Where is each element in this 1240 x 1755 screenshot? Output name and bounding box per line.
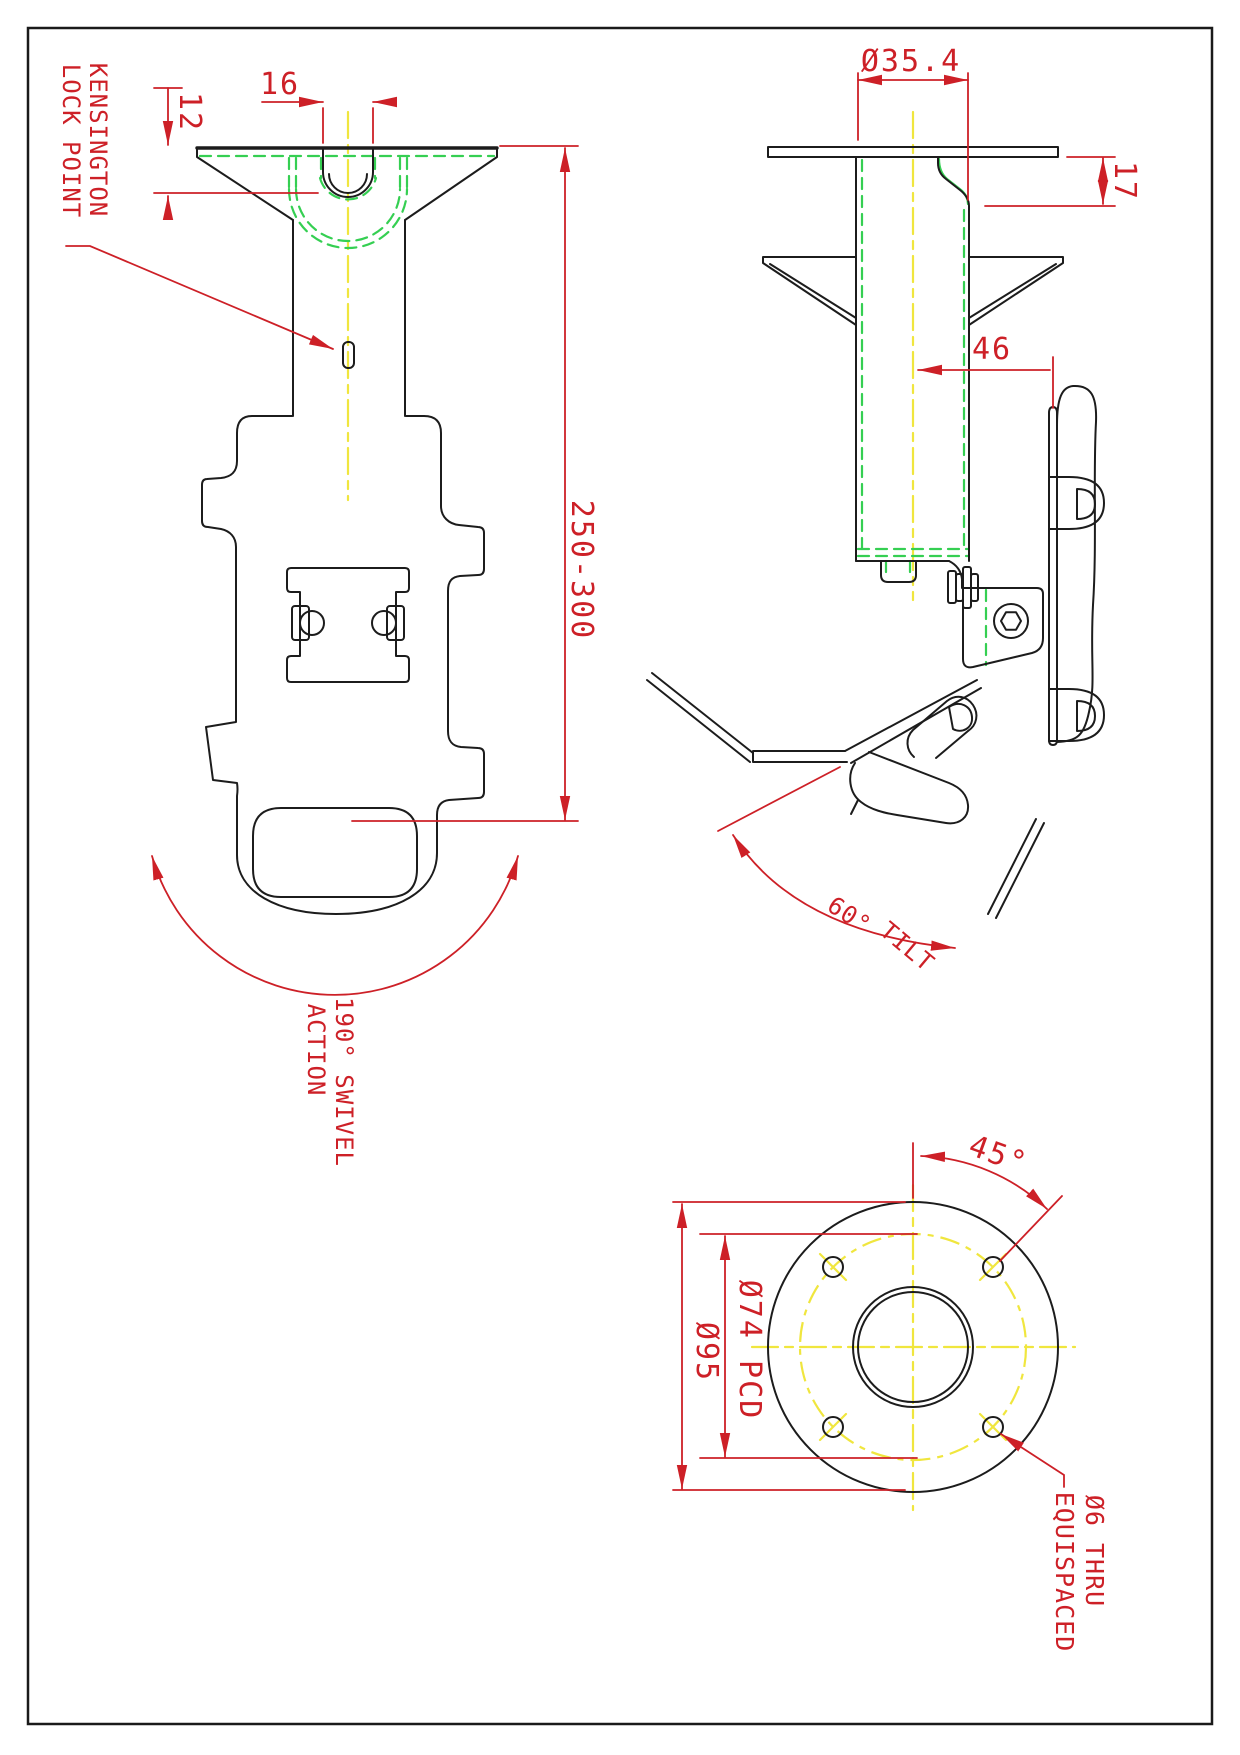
dim-plate-drop: 17 <box>984 156 1142 207</box>
flange-view: 45° Ø95 Ø74 PCD Ø6 THRU EQUISPACED <box>672 1128 1109 1653</box>
clamp-bracket <box>286 567 410 683</box>
swivel-label-line2: ACTION <box>302 1004 330 1097</box>
dim-tube-diameter: Ø35.4 <box>857 44 969 201</box>
dim-tube-diameter-text: Ø35.4 <box>861 44 961 79</box>
stem <box>292 219 406 417</box>
note-holes-line1: Ø6 THRU <box>1080 1495 1109 1607</box>
flange-bore <box>857 1291 969 1403</box>
tilt-word-text: TILT <box>874 916 939 977</box>
tilt-annotation: 60° TILT <box>717 766 956 977</box>
front-hidden-lines <box>198 154 496 250</box>
holder-body-outline <box>201 415 485 915</box>
clamp-screw-left <box>291 605 310 641</box>
top-plate-sides <box>196 147 498 221</box>
clip-bottom <box>1048 688 1105 742</box>
mount-plate <box>1048 406 1058 746</box>
dim-slot-width-text: 16 <box>260 67 300 102</box>
flange-bore-chamfer <box>852 1286 974 1408</box>
flange-centerlines <box>750 1183 1077 1512</box>
washer-stack <box>947 566 979 609</box>
hole-centermarks <box>818 1252 1008 1442</box>
dim-pitch-circle: Ø74 PCD <box>699 1233 918 1459</box>
dim-face-offset-text: 46 <box>972 332 1012 367</box>
kensington-label-line1: KENSINGTON <box>84 63 112 218</box>
bolt-hole-1 <box>822 1256 844 1278</box>
dim-outer-diameter-text: Ø95 <box>689 1322 724 1382</box>
flange-outer-circle <box>767 1201 1059 1493</box>
dim-plate-drop-text: 17 <box>1107 161 1142 201</box>
tilt-angle-text: 60° <box>822 891 876 940</box>
bolt-hole-4 <box>982 1416 1004 1438</box>
kensington-slot <box>342 341 355 369</box>
dim-pitch-circle-text: Ø74 PCD <box>732 1280 767 1420</box>
dim-outer-diameter: Ø95 <box>672 1201 906 1491</box>
note-holes-line2: EQUISPACED <box>1050 1492 1079 1653</box>
dim-face-offset: 46 <box>917 332 1054 409</box>
device-body <box>1056 384 1098 743</box>
hinge-bolt-hex <box>1000 611 1022 631</box>
pole-tube <box>855 156 970 562</box>
top-bracket-profile <box>762 256 1064 326</box>
kensington-label: KENSINGTON LOCK POINT <box>57 63 334 350</box>
dim-height-range-text: 250-300 <box>564 500 599 640</box>
clip-top <box>1048 476 1105 530</box>
side-top-plate <box>767 146 1059 158</box>
hinge-bolt <box>993 603 1029 639</box>
dim-hole-angle: 45° <box>912 1128 1063 1262</box>
clamp-screw-right <box>386 605 405 641</box>
dim-hole-angle-text: 45° <box>964 1128 1033 1181</box>
tube-bottom <box>855 560 950 583</box>
side-hidden-lines <box>856 157 988 667</box>
kensington-label-line2: LOCK POINT <box>57 64 85 219</box>
note-holes: Ø6 THRU EQUISPACED <box>1000 1433 1109 1653</box>
swivel-label-line1: 190° SWIVEL <box>330 997 358 1167</box>
tilted-holder-position <box>646 672 1045 919</box>
front-view: 16 12 250-300 KENSINGTON LOCK POINT 190°… <box>57 63 599 1167</box>
dim-slot-depth: 12 <box>153 87 319 220</box>
swivel-annotation: 190° SWIVEL ACTION <box>151 855 519 1167</box>
bolt-hole-3 <box>822 1416 844 1438</box>
dim-height-range: 250-300 <box>351 145 599 822</box>
dim-slot-width: 16 <box>260 67 397 144</box>
sheet-border <box>26 26 1214 1726</box>
bolt-hole-2 <box>982 1256 1004 1278</box>
top-slot <box>322 148 374 198</box>
clamp-screw-right-head <box>371 610 397 636</box>
hinge-bracket <box>948 560 1044 669</box>
dim-slot-depth-text: 12 <box>172 92 207 132</box>
clamp-screw-left-head <box>299 610 325 636</box>
side-view: Ø35.4 17 46 60° TILT <box>646 44 1142 977</box>
